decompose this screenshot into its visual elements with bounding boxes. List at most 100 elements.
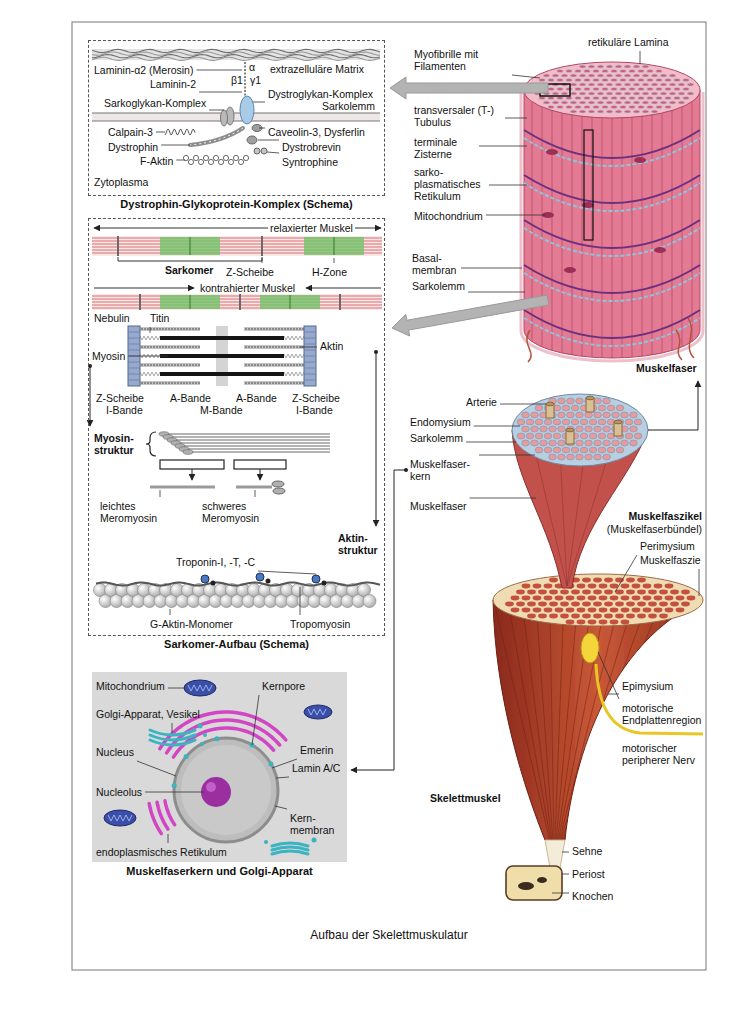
thin-filament — [244, 364, 304, 367]
myofibril-section — [566, 69, 572, 72]
myofibril-section — [620, 96, 626, 99]
myofibril — [611, 100, 612, 358]
fascicle-section — [549, 590, 558, 595]
myofibril-section — [593, 105, 599, 108]
thick-filament — [160, 336, 284, 340]
myofibril-section — [656, 105, 662, 108]
muscle-fiber-section — [585, 454, 593, 460]
myofibril-section — [638, 87, 644, 90]
part-label: Troponin-I, -T, -C — [176, 556, 255, 568]
myosin-tail — [192, 451, 330, 453]
leader-line — [160, 490, 161, 497]
leader-line — [699, 569, 700, 596]
golgi-cisterna — [150, 740, 195, 745]
muscle-fiber-section — [621, 412, 629, 418]
z-disc-stripe — [128, 332, 140, 333]
part-label: Kernpore — [262, 680, 305, 692]
fascicle-section — [533, 596, 542, 601]
myofibril-section — [561, 92, 567, 95]
myofibril-section — [557, 78, 563, 81]
muscle-fiber-section — [589, 447, 597, 453]
muscle-fiber-section — [594, 412, 602, 418]
myofibril-section — [615, 110, 621, 113]
m-line — [290, 295, 291, 309]
fascicle-stripe — [560, 450, 567, 586]
part-label: Muskelfaser — [410, 500, 467, 512]
myofibril-section — [665, 105, 671, 108]
part-label: Arterie — [466, 396, 497, 408]
leader-line — [275, 806, 287, 809]
myofibril-section — [615, 74, 621, 77]
leader-line — [505, 118, 527, 119]
light-meromyosin — [150, 486, 215, 489]
myofibril-section — [570, 101, 576, 104]
leader-line — [489, 185, 527, 186]
heavy-meromyosin — [236, 486, 272, 489]
titin-spring — [140, 336, 160, 340]
myosin-tail — [176, 439, 330, 441]
z-line — [239, 294, 241, 310]
a-band-block — [304, 237, 364, 255]
part-label: motorischer peripherer Nerv — [622, 742, 708, 766]
endoplasmic-reticulum — [157, 802, 168, 829]
myofibril-section — [579, 74, 585, 77]
bone — [506, 866, 562, 900]
myofibril-section — [660, 92, 666, 95]
fascicle-section — [538, 590, 547, 595]
myofibril-section — [629, 96, 635, 99]
myofibril-section — [665, 87, 671, 90]
z-disc-stripe — [128, 368, 140, 369]
sarcolemma-line — [92, 112, 380, 113]
muscle-fiber-section — [576, 398, 584, 404]
part-label: Sarkolemm — [410, 432, 463, 444]
troponin — [312, 575, 320, 583]
part-label: Sarkomer — [165, 264, 213, 276]
leader-line — [598, 652, 619, 699]
muscle-fiber-section — [612, 412, 620, 418]
fascicle-section — [610, 620, 619, 625]
muscle-fiber-section — [634, 433, 642, 439]
leader-line — [259, 128, 265, 129]
myofibril-section — [642, 74, 648, 77]
cristae — [108, 815, 132, 821]
vesicle — [264, 840, 268, 844]
z-line — [139, 294, 141, 310]
leader-line — [258, 571, 316, 574]
leader-line — [176, 160, 185, 161]
muscle-fiber-section — [603, 454, 611, 460]
myofibril-section — [588, 65, 594, 68]
fascicle-section — [555, 596, 564, 601]
thin-filament — [244, 347, 304, 348]
myofibril-section — [633, 74, 639, 77]
fascicle-section — [637, 590, 646, 595]
part-label: Mitochondrium — [414, 210, 483, 222]
myofibril-section — [624, 92, 630, 95]
myofibril-section — [584, 87, 590, 90]
muscle-fiber-section — [544, 447, 552, 453]
part-label: endoplasmisches Retikulum — [96, 846, 227, 858]
myofibril-section — [579, 110, 585, 113]
fascicle-section — [626, 614, 635, 619]
myosin-tail — [180, 442, 330, 444]
connective-fiber — [527, 330, 531, 362]
leader-line — [156, 132, 165, 133]
muscle-fiber-section — [603, 426, 611, 432]
myofibril-section — [651, 74, 657, 77]
myofibril-section — [615, 65, 621, 68]
muscle-fiber-section — [562, 447, 570, 453]
myofibril-section — [687, 92, 693, 95]
part-label: motorische Endplattenregion — [622, 702, 708, 726]
myofibril-section — [548, 105, 554, 108]
leader-line — [255, 490, 256, 497]
sarcolemma-band — [92, 113, 380, 121]
leader-line — [253, 102, 265, 103]
part-label: Perimysium — [640, 540, 695, 552]
extracellular-matrix — [92, 49, 380, 60]
actin-bead — [203, 155, 208, 160]
muscle-fiber-section — [535, 405, 543, 411]
fascicle-section — [599, 608, 608, 613]
thick-filament — [160, 372, 284, 376]
mitochondrion — [184, 680, 216, 696]
muscle-fiber-section — [634, 419, 642, 425]
fascicle-section — [604, 578, 613, 583]
